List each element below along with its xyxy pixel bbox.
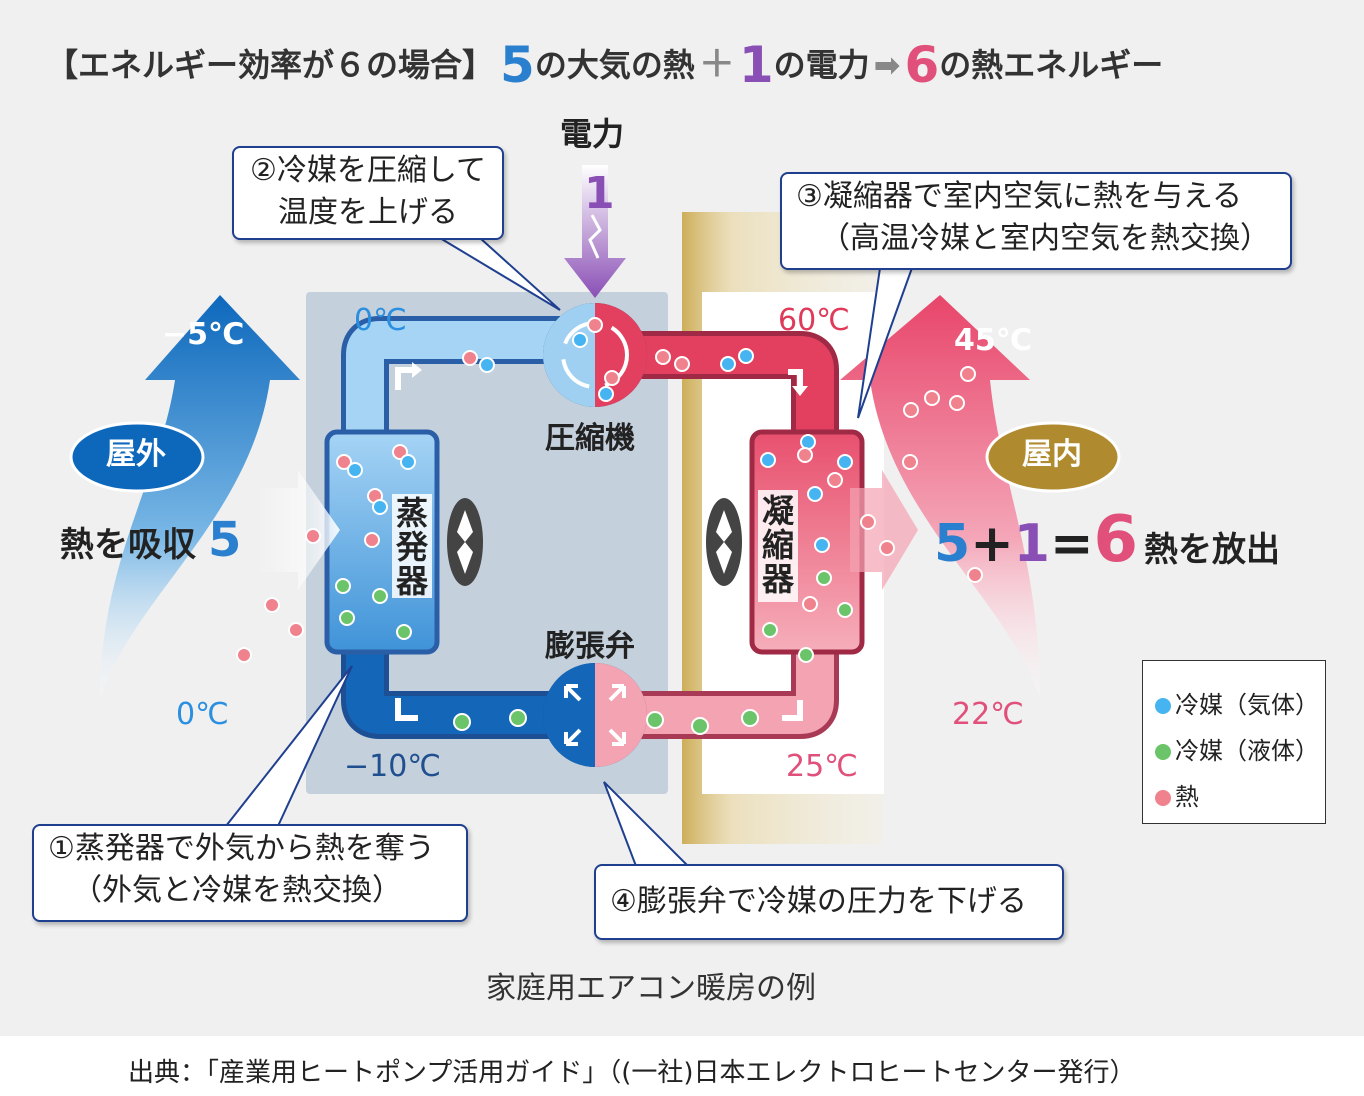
temp-indoor-in: 22℃ bbox=[952, 697, 1024, 732]
release-equation: 5 + 1 = 6 熱を放出 bbox=[934, 508, 1280, 572]
power-label: 電力 bbox=[560, 115, 625, 153]
condenser-fan-icon bbox=[706, 498, 742, 586]
header-text-2: の電力 bbox=[773, 46, 870, 84]
eq-equals: = bbox=[1049, 514, 1094, 574]
header-plus: ＋ bbox=[698, 44, 735, 85]
temp-outdoor-out: 0℃ bbox=[176, 697, 229, 732]
heat-dot-icon bbox=[1155, 790, 1171, 806]
legend-heat: 熱 bbox=[1155, 777, 1199, 812]
header-text-1: の大気の熱 bbox=[534, 46, 695, 84]
callout-evaporate-line2: （外気と冷媒を熱交換） bbox=[72, 873, 402, 908]
indoor-badge-bg bbox=[985, 421, 1121, 493]
power-arrow-icon bbox=[564, 165, 626, 298]
flow-arrow-top-right bbox=[788, 369, 803, 392]
absorb-value: 5 bbox=[208, 512, 242, 568]
evaporator-label: 蒸 発 器 bbox=[395, 494, 428, 600]
expansion-valve-icon bbox=[543, 663, 647, 767]
header-prefix: 【エネルギー効率が６の場合】 bbox=[46, 46, 495, 84]
outdoor-badge-bg bbox=[69, 421, 205, 493]
absorb-label: 熱を吸収 bbox=[60, 525, 196, 565]
callout-expand-line1: ④膨張弁で冷媒の圧力を下げる bbox=[610, 884, 1027, 919]
expansion-valve-label: 膨張弁 bbox=[545, 629, 635, 664]
eq-5: 5 bbox=[934, 514, 971, 574]
callout-compress: ②冷媒を圧縮して 温度を上げる bbox=[232, 146, 504, 240]
eq-1: 1 bbox=[1013, 514, 1050, 574]
condenser-label: 凝 縮 器 bbox=[761, 492, 794, 598]
release-label: 熱を放出 bbox=[1144, 530, 1281, 570]
gas-dot-icon bbox=[1155, 698, 1171, 714]
callout-compress-line2: 温度を上げる bbox=[278, 195, 458, 230]
callout-compress-line1: ②冷媒を圧縮して bbox=[250, 153, 486, 188]
caption: 家庭用エアコン暖房の例 bbox=[486, 971, 816, 1006]
header-number-6: 6 bbox=[904, 36, 940, 94]
compressor-label: 圧縮機 bbox=[545, 421, 635, 456]
temp-cond-bottom: 25℃ bbox=[786, 749, 858, 784]
flow-arrow-bottom-left bbox=[395, 698, 418, 721]
release-arrow bbox=[850, 470, 918, 590]
indoor-air-arrow bbox=[840, 295, 1040, 700]
eq-6: 6 bbox=[1093, 503, 1139, 577]
particles bbox=[236, 317, 983, 735]
temp-evap-top: 0℃ bbox=[354, 303, 407, 338]
legend-gas: 冷媒（気体） bbox=[1155, 685, 1319, 720]
liquid-dot-icon bbox=[1155, 744, 1171, 760]
callout4-pointer bbox=[603, 781, 691, 867]
flow-arrow-top-left bbox=[395, 367, 418, 390]
compressor-icon bbox=[543, 303, 647, 407]
header-number-1: 1 bbox=[738, 36, 774, 94]
eq-plus: + bbox=[970, 514, 1014, 574]
callout-condense-line1: ③凝縮器で室内空気に熱を与える bbox=[796, 179, 1242, 214]
absorb-text: 熱を吸収 5 bbox=[60, 516, 241, 564]
absorb-arrow bbox=[255, 470, 340, 590]
callout-evaporate: ①蒸発器で外気から熱を奪う （外気と冷媒を熱交換） bbox=[32, 824, 468, 922]
header-title: 【エネルギー効率が６の場合】 5 の大気の熱 ＋ 1 の電力 ➡ 6 の熱エネル… bbox=[46, 40, 1163, 90]
power-value: 1 bbox=[584, 168, 615, 219]
evaporator-fan-icon bbox=[447, 498, 483, 586]
temp-evap-bottom: −10℃ bbox=[344, 749, 442, 784]
callout-condense-line2: （高温冷媒と室内空気を熱交換） bbox=[820, 221, 1270, 256]
flow-arrow-bottom-right bbox=[782, 700, 803, 721]
header-number-5: 5 bbox=[500, 36, 535, 94]
legend: 冷媒（気体） 冷媒（液体） 熱 bbox=[1142, 660, 1326, 824]
temp-outdoor-in: −5℃ bbox=[162, 317, 245, 352]
header-text-3: の熱エネルギー bbox=[939, 46, 1164, 84]
temp-indoor-out: 45℃ bbox=[954, 323, 1033, 358]
outdoor-badge: 屋外 bbox=[106, 437, 166, 472]
callout-condense: ③凝縮器で室内空気に熱を与える （高温冷媒と室内空気を熱交換） bbox=[780, 172, 1292, 270]
indoor-badge: 屋内 bbox=[1022, 437, 1082, 472]
outdoor-air-arrow bbox=[100, 295, 300, 700]
callout-evaporate-line1: ①蒸発器で外気から熱を奪う bbox=[48, 831, 435, 866]
temp-cond-top: 60℃ bbox=[778, 303, 850, 338]
callout-expand: ④膨張弁で冷媒の圧力を下げる bbox=[594, 864, 1064, 940]
header-arrow: ➡ bbox=[873, 46, 901, 84]
legend-liquid: 冷媒（液体） bbox=[1155, 731, 1319, 766]
source: 出典：「産業用ヒートポンプ活用ガイド」（(一社)日本エレクトロヒートセンター発行… bbox=[128, 1058, 1136, 1088]
